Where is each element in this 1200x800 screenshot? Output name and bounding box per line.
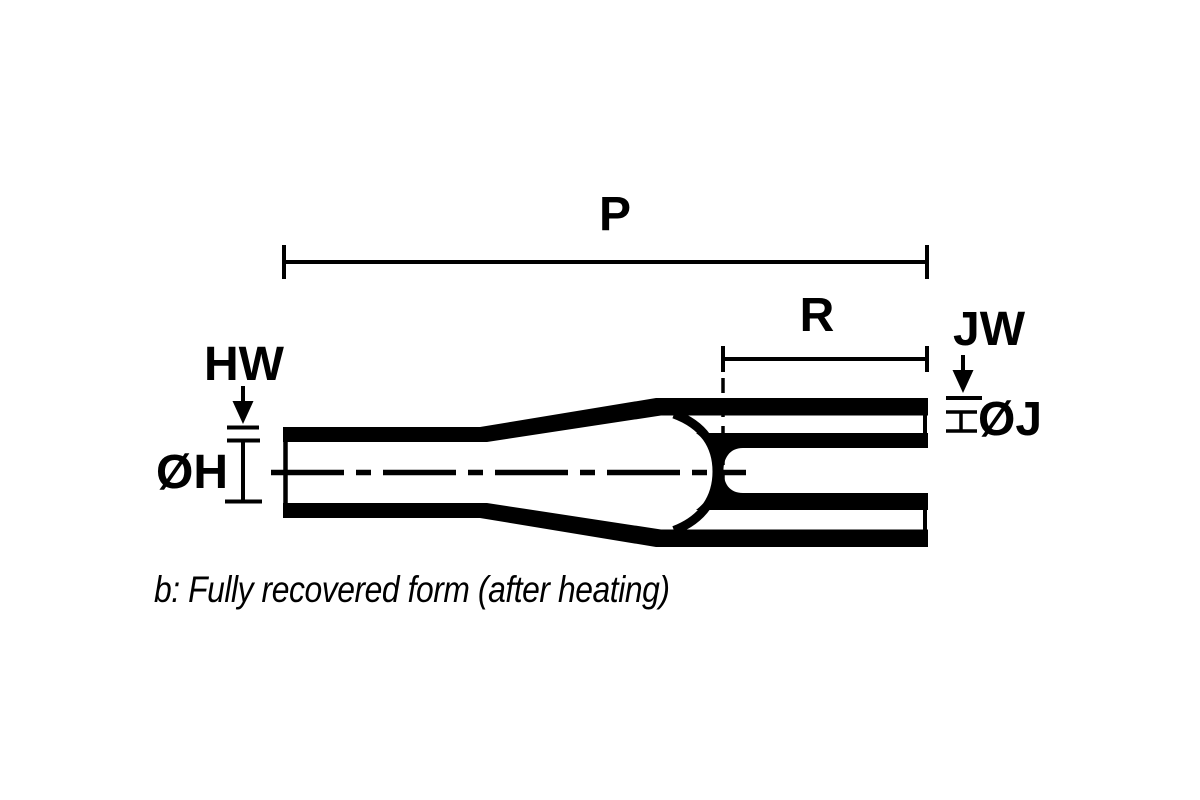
label-r: R bbox=[799, 289, 835, 342]
dimension-jw-oj bbox=[946, 355, 982, 433]
dimension-p bbox=[282, 245, 929, 279]
label-oj: ØJ bbox=[978, 393, 1043, 446]
dimension-r bbox=[721, 346, 929, 483]
jw-arrow-head bbox=[952, 370, 974, 393]
label-jw: JW bbox=[953, 303, 1025, 356]
boot-top-wall bbox=[283, 398, 928, 442]
boot-body bbox=[283, 398, 928, 547]
figure-caption: b: Fully recovered form (after heating) bbox=[154, 569, 670, 610]
boot-bottom-wall bbox=[283, 503, 928, 547]
crotch-saddle-arc bbox=[672, 409, 722, 535]
boot-inner-leg-walls-and-crotch-web bbox=[696, 433, 928, 510]
dimension-hw-oh bbox=[225, 386, 262, 504]
hw-arrow-head bbox=[232, 401, 254, 424]
label-p: P bbox=[598, 188, 632, 241]
label-oh: ØH bbox=[156, 446, 228, 499]
label-hw: HW bbox=[204, 338, 284, 391]
